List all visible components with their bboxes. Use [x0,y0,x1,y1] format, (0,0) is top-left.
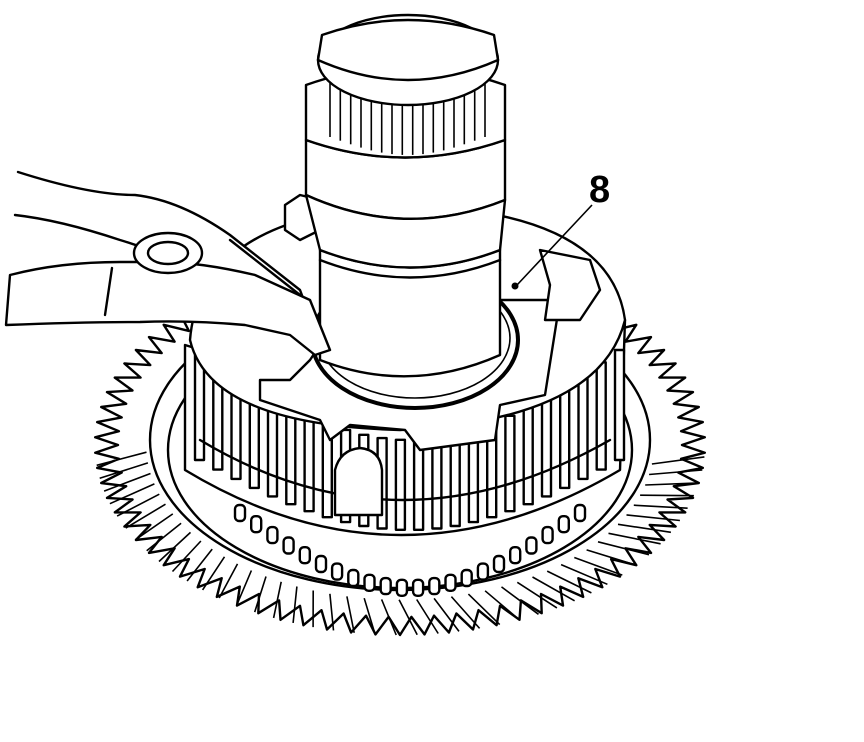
snap-ring-pliers [4,170,332,357]
hub-spline [540,395,553,498]
dog-tooth [460,568,473,588]
hub-spline [449,433,461,528]
dog-tooth [557,515,570,534]
dog-tooth [411,578,425,597]
shaft [304,13,507,378]
dog-tooth [428,576,441,596]
dog-tooth [525,536,538,555]
dog-tooth [298,546,311,565]
hub-spline [285,405,297,506]
hub-spline [595,361,607,471]
dog-tooth [492,554,506,574]
dog-tooth [314,554,328,574]
callout-label: 8 [589,169,611,211]
hub-spline [394,438,407,531]
dog-tooth [233,503,247,523]
hub-spline [504,414,516,513]
callout-leader [511,204,593,290]
hub-spline [412,438,425,531]
dog-tooth [476,562,490,581]
hub-spline [431,436,443,530]
dog-tooth [444,573,457,592]
dog-tooth [282,536,295,555]
dog-tooth [249,515,263,534]
dog-tooth [347,568,360,588]
dog-tooth [266,525,279,545]
hub-spline [613,348,626,462]
dog-tooth [509,546,522,565]
dog-tooth [395,578,409,597]
hub-spline [303,414,315,513]
dog-tooth [541,525,554,545]
hub-spline [559,384,571,490]
dog-tooth [573,503,587,523]
dog-tooth [363,573,376,592]
hub-spline [577,373,589,481]
dog-tooth [379,576,392,596]
dog-tooth [330,562,344,581]
hub-spline [522,405,534,506]
